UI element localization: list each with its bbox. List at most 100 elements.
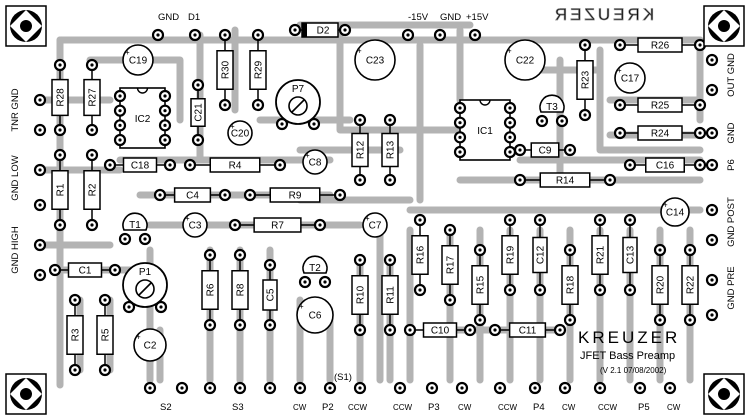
bottom-label-p2-ccw: CCW [348,403,368,412]
resistor-label-r28: R28 [56,88,67,107]
left-label-gnd-low: GND LOW [10,155,21,200]
resistor-label-r17: R17 [446,255,457,274]
bottom-label-s2: S2 [160,402,172,413]
resistor-label-r11: R11 [386,286,397,304]
resistor-label-r8: R8 [236,283,247,296]
pad-hole [58,153,62,157]
polarity-plus: + [136,333,141,342]
pad-hole [710,88,714,92]
capacitor-label-c16: C16 [656,161,675,172]
bottom-label-p4-cw: CW [562,403,576,412]
copper-trace [596,46,704,154]
top-label-gnd-2: GND [440,12,461,23]
pad-hole [406,33,410,37]
pad-hole [418,218,422,222]
pad-hole [223,33,227,37]
board-subtitle: JFET Bass Preamp [580,350,675,362]
resistor-body [637,125,683,141]
resistor-body [681,265,699,305]
pad-hole [268,263,272,267]
resistor-body [637,37,683,53]
pad-hole [618,103,622,107]
copper-traces [36,21,704,389]
capacitor-label-c17: C17 [621,74,640,85]
pad-hole [90,63,94,67]
pad-hole [710,313,714,317]
capacitor-label-c8: C8 [309,158,322,169]
right-label-gnd-post: GND POST [726,197,737,247]
bottom-label-p5-cw: CW [667,403,681,412]
pad-hole [73,298,77,302]
electrolytic-capacitor [504,39,546,81]
pad-hole [698,43,702,47]
corner-mark-bottom-left [5,373,47,415]
pad-hole [188,163,192,167]
left-label-gnd-high: GND HIGH [10,226,21,274]
pad-hole [538,218,542,222]
wiper-slot [138,282,152,296]
pad-hole [460,386,464,390]
pad-hole [628,163,632,167]
resistor-body [576,60,594,100]
capacitor-label-c18: C18 [131,161,150,172]
pad-hole [473,33,477,37]
pad-hole [38,243,42,247]
pad-hole [127,305,131,309]
capacitor-label-c1: C1 [79,266,92,277]
resistor-body [591,235,609,275]
capacitor-label-c13: C13 [626,245,637,264]
resistor-body [539,172,591,188]
top-label-d1: D1 [188,12,200,23]
bottom-label-s3: S3 [232,402,244,413]
pad-hole [143,237,147,241]
resistor-body [209,157,261,173]
pad-hole [598,288,602,292]
pad-hole [103,298,107,302]
pad-hole [159,305,163,309]
resistor-label-r5: R5 [101,328,112,341]
pad-hole [38,98,42,102]
pad-hole [458,106,462,110]
bottom-label-p5-ccw: CCW [598,403,618,412]
resistor-body [351,132,369,168]
pad-hole [478,318,482,322]
polarity-plus: + [507,46,512,55]
pad-hole [448,228,452,232]
pad-hole [568,148,572,152]
resistor-label-r23: R23 [581,70,592,89]
capacitor-label-c22: C22 [516,56,535,67]
pad-hole [558,328,562,332]
pad-hole [508,135,512,139]
pad-hole [538,288,542,292]
pad-hole [328,386,332,390]
pad-hole [53,268,57,272]
pad-hole [358,258,362,262]
capacitor-label-c11: C11 [519,326,537,337]
pad-hole [518,148,522,152]
top-label-minus15v: -15V [408,12,429,23]
bottom-label-s1: (S1) [334,372,352,383]
pad-hole [618,43,622,47]
pad-hole [278,163,282,167]
pad-hole [58,128,62,132]
capacitor-body [508,322,547,338]
pad-hole [323,280,327,284]
pad-hole [533,386,537,390]
pad-hole [338,193,342,197]
right-label-gnd: GND [726,122,737,143]
resistor-label-r29: R29 [254,60,265,79]
electrolytic-capacitor [362,212,388,238]
polarity-plus: + [365,214,370,223]
polarity-plus: + [299,302,304,311]
capacitor-label-c3: C3 [189,221,202,232]
pad-hole [508,218,512,222]
capacitor-label-c5: C5 [266,288,277,301]
pad-hole [248,193,252,197]
polarity-plus: + [617,66,622,75]
pad-hole [108,163,112,167]
pad-hole [168,163,172,167]
resistor-label-r19: R19 [506,245,517,264]
polarity-plus: + [305,151,310,160]
pad-hole [118,138,122,142]
